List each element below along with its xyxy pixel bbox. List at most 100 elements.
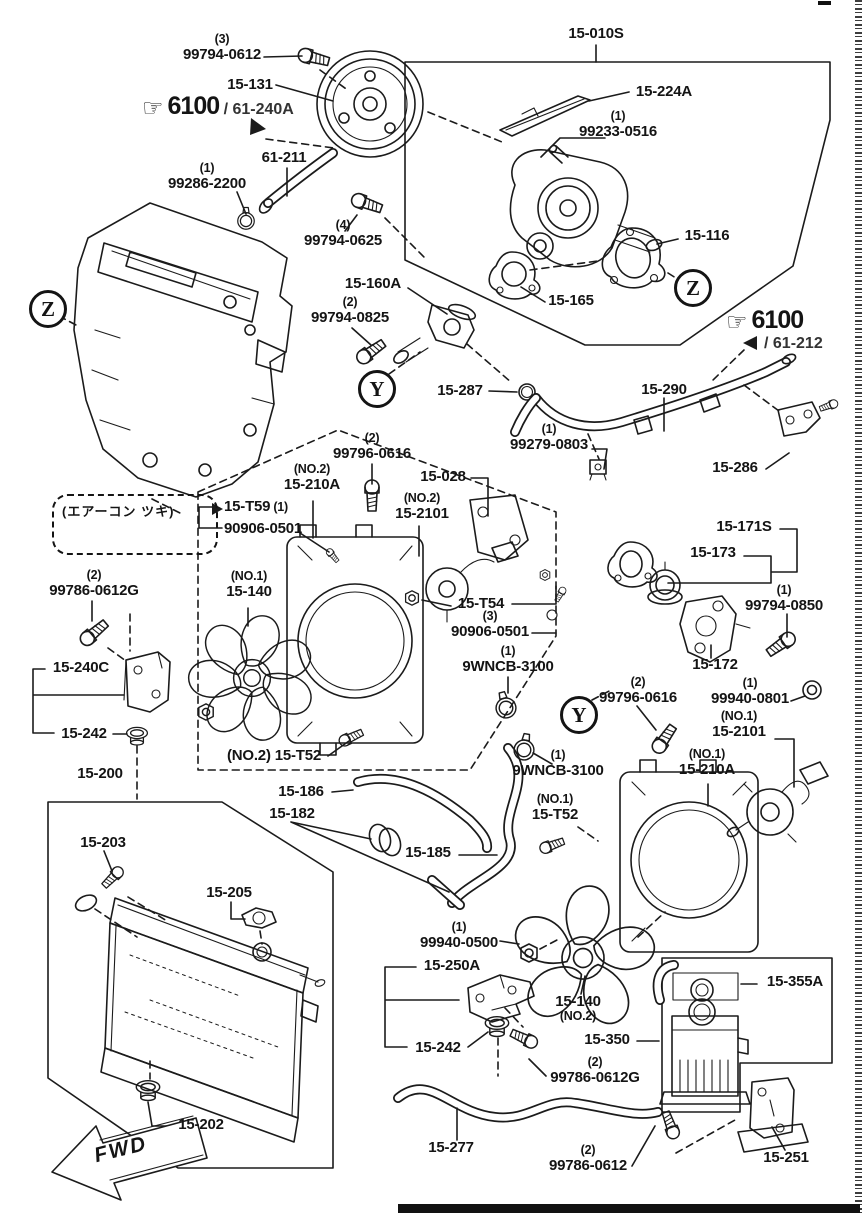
part-label: 15-203 bbox=[80, 834, 126, 851]
part-label: 15-290 bbox=[641, 381, 687, 398]
cooling-fan-2 bbox=[506, 877, 660, 1026]
ref-code: 6100 bbox=[751, 306, 805, 334]
part-label: (NO.2) 15-T52 bbox=[226, 747, 322, 764]
part-label: (4)99794-0625 bbox=[303, 218, 383, 249]
water-pipe-15-290 bbox=[510, 353, 797, 437]
clamp-99286-2200 bbox=[237, 206, 255, 230]
part-label: 15-131 bbox=[227, 76, 273, 93]
water-pump-pulley bbox=[316, 50, 424, 158]
part-label: (1)99279-0803 bbox=[509, 422, 589, 453]
part-label: 15-160A bbox=[344, 275, 402, 292]
part-label: 15-224A bbox=[635, 83, 693, 100]
part-label: (NO.1)15-2101 bbox=[712, 709, 766, 740]
engine-block bbox=[73, 202, 293, 498]
ref-section: / 61-212 bbox=[764, 335, 823, 352]
view-circle-y-mid: Y bbox=[560, 696, 598, 734]
part-label: 15-116 bbox=[684, 227, 730, 244]
fan-motor-2 bbox=[726, 761, 829, 843]
part-label: 15-205 bbox=[206, 884, 252, 901]
part-label: (NO.1)15-140 bbox=[226, 569, 272, 600]
part-label: 15-242 bbox=[415, 1039, 461, 1056]
fan-shroud-2 bbox=[619, 759, 759, 953]
radiator bbox=[100, 897, 326, 1143]
part-label: (2)99796-0616 bbox=[332, 431, 412, 462]
part-label: (1)99233-0516 bbox=[578, 109, 658, 140]
view-circle-z-right: Z bbox=[674, 269, 712, 307]
part-label: 15-287 bbox=[437, 382, 483, 399]
part-label: 15-240C bbox=[52, 659, 110, 676]
bracket-15-251 bbox=[737, 1077, 809, 1153]
part-label: 15-185 bbox=[405, 844, 451, 861]
part-label: (1)99286-2200 bbox=[167, 161, 247, 192]
view-circle-z-left: Z bbox=[29, 290, 67, 328]
plug-15-202 bbox=[135, 1079, 161, 1102]
part-label: (2)99796-0616 bbox=[598, 675, 678, 706]
part-label: (NO.2)15-2101 bbox=[395, 491, 449, 522]
part-label: (1)9WNCB-3100 bbox=[512, 748, 604, 779]
part-label: 15-T54 bbox=[457, 595, 505, 612]
part-label: (2)99794-0825 bbox=[310, 295, 390, 326]
o-ring-15-287 bbox=[518, 383, 536, 401]
bracket-15-240C bbox=[123, 651, 171, 713]
grommet-15-242-b bbox=[484, 1015, 510, 1038]
ref-code: 6100 bbox=[167, 92, 221, 120]
bracket-15-028 bbox=[469, 494, 529, 561]
part-label: 15-202 bbox=[178, 1116, 224, 1133]
radiator-cap-15-205 bbox=[241, 907, 277, 929]
ref-section: / 61-240A bbox=[223, 101, 294, 118]
part-label: (NO.1)15-210A bbox=[678, 747, 736, 778]
drain-15-203 bbox=[74, 863, 127, 912]
gasket-15-116 bbox=[601, 227, 666, 289]
part-label: 15-200 bbox=[77, 765, 123, 782]
reservoir-tank-15-350 bbox=[652, 960, 751, 1105]
nut-15-T54 bbox=[404, 590, 420, 606]
hose-61-211 bbox=[258, 148, 338, 214]
part-label: 15-350 bbox=[584, 1031, 630, 1048]
fastener-bolts bbox=[76, 46, 799, 1142]
water-outlet-15-160A bbox=[393, 303, 477, 364]
gasket-15-165 bbox=[488, 251, 541, 300]
fwd-arrow bbox=[51, 1115, 208, 1201]
part-label: 15-186 bbox=[278, 783, 324, 800]
studs-90906 bbox=[324, 546, 568, 621]
page-bottom-bar bbox=[398, 1204, 860, 1213]
aircon-note-text: (エアーコン ツキ) bbox=[62, 504, 175, 519]
bracket-15-286 bbox=[777, 398, 840, 437]
part-label: (1)9WNCB-3100 bbox=[462, 644, 554, 675]
radiator-hoses bbox=[353, 743, 524, 910]
aircon-note-box: (エアーコン ツキ) bbox=[52, 494, 218, 555]
part-label: 90906-0501 bbox=[223, 520, 303, 537]
fan-nut-1 bbox=[198, 703, 214, 721]
page-top-mark bbox=[818, 1, 831, 5]
part-label: (NO.2)15-210A bbox=[283, 462, 341, 493]
pointing-hand-icon: ☞ bbox=[142, 95, 164, 122]
part-label: (1)99794-0850 bbox=[744, 583, 824, 614]
part-label: 15-277 bbox=[428, 1139, 474, 1156]
part-label: (3)90906-0501 bbox=[450, 609, 530, 640]
part-label: 15-355A bbox=[766, 973, 824, 990]
grommet-15-242-a bbox=[125, 726, 149, 746]
view-letter: Y bbox=[369, 376, 385, 401]
part-label: 15-172 bbox=[692, 656, 738, 673]
part-label: 15-242 bbox=[61, 725, 107, 742]
part-label: (2)99786-0612G bbox=[550, 1055, 640, 1086]
assembly-boxes bbox=[47, 61, 833, 1169]
part-label: (1)99940-0500 bbox=[419, 920, 499, 951]
part-label: 61-211 bbox=[261, 149, 307, 166]
bracket-15-250A bbox=[467, 974, 535, 1023]
overflow-hose-15-277 bbox=[393, 1084, 663, 1123]
pointing-hand-icon: ☞ bbox=[726, 309, 748, 336]
part-label: 15-251 bbox=[763, 1149, 809, 1166]
part-label: (3)99794-0612 bbox=[182, 32, 262, 63]
part-label: 15-171S bbox=[716, 518, 772, 535]
leader-lines bbox=[32, 44, 806, 1167]
dashed-lines bbox=[58, 69, 780, 1154]
part-label: (1)99940-0801 bbox=[710, 676, 790, 707]
part-label: 15-T59(1) bbox=[224, 498, 289, 515]
part-label: 15-140(NO.2) bbox=[555, 993, 601, 1024]
fan-shroud-1 bbox=[286, 524, 424, 756]
thermostat-group bbox=[607, 541, 751, 663]
part-label: 15-028 bbox=[420, 468, 466, 485]
view-letter: Y bbox=[571, 702, 587, 727]
